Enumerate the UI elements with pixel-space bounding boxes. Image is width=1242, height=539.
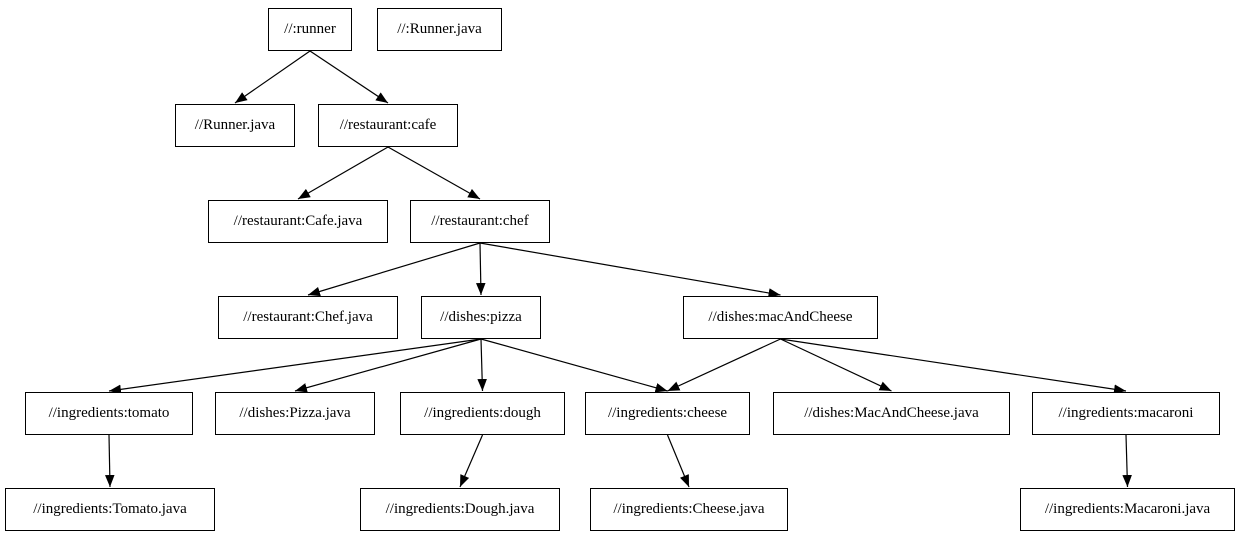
edge-mac_and_cheese-to-macaroni xyxy=(780,338,1127,394)
edge-chef-to-mac_and_cheese xyxy=(479,242,781,298)
graph-node-macaroni-java: //ingredients:Macaroni.java xyxy=(1020,488,1235,531)
edge-cafe-to-cafe_java xyxy=(297,146,389,200)
graph-node-macaroni: //ingredients:macaroni xyxy=(1032,392,1220,435)
graph-node-mac-and-cheese-java: //dishes:MacAndCheese.java xyxy=(773,392,1010,435)
edge-pizza-to-cheese xyxy=(480,338,668,393)
graph-node-cheese: //ingredients:cheese xyxy=(585,392,750,435)
edge-mac_and_cheese-to-mac_and_cheese_java xyxy=(780,338,892,392)
edge-pizza-to-pizza_java xyxy=(294,338,482,393)
graph-node-pizza: //dishes:pizza xyxy=(421,296,541,339)
graph-node-cafe: //restaurant:cafe xyxy=(318,104,458,147)
graph-node-pizza-java: //dishes:Pizza.java xyxy=(215,392,375,435)
edge-runner-to-runner_java xyxy=(234,50,311,104)
graph-node-runner-java-root: //:Runner.java xyxy=(377,8,502,51)
edge-chef-to-pizza xyxy=(475,242,486,296)
graph-node-cafe-java: //restaurant:Cafe.java xyxy=(208,200,388,243)
edge-pizza-to-tomato xyxy=(108,338,482,395)
edge-macaroni-to-macaroni_java xyxy=(1122,434,1132,488)
graph-node-dough: //ingredients:dough xyxy=(400,392,565,435)
edge-chef-to-chef_java xyxy=(307,242,481,297)
graph-node-dough-java: //ingredients:Dough.java xyxy=(360,488,560,531)
edge-pizza-to-dough xyxy=(477,338,487,392)
edge-cheese-to-cheese_java xyxy=(666,434,690,488)
graph-node-cheese-java: //ingredients:Cheese.java xyxy=(590,488,788,531)
edge-mac_and_cheese-to-cheese xyxy=(667,338,781,392)
graph-node-tomato-java: //ingredients:Tomato.java xyxy=(5,488,215,531)
graph-node-chef: //restaurant:chef xyxy=(410,200,550,243)
graph-node-chef-java: //restaurant:Chef.java xyxy=(218,296,398,339)
edge-cafe-to-chef xyxy=(387,146,481,200)
edge-dough-to-dough_java xyxy=(459,434,484,488)
graph-node-runner-java: //Runner.java xyxy=(175,104,295,147)
edge-runner-to-cafe xyxy=(309,50,389,104)
graph-node-mac-and-cheese: //dishes:macAndCheese xyxy=(683,296,878,339)
edge-tomato-to-tomato_java xyxy=(104,434,115,488)
graph-node-runner: //:runner xyxy=(268,8,352,51)
graph-node-tomato: //ingredients:tomato xyxy=(25,392,193,435)
